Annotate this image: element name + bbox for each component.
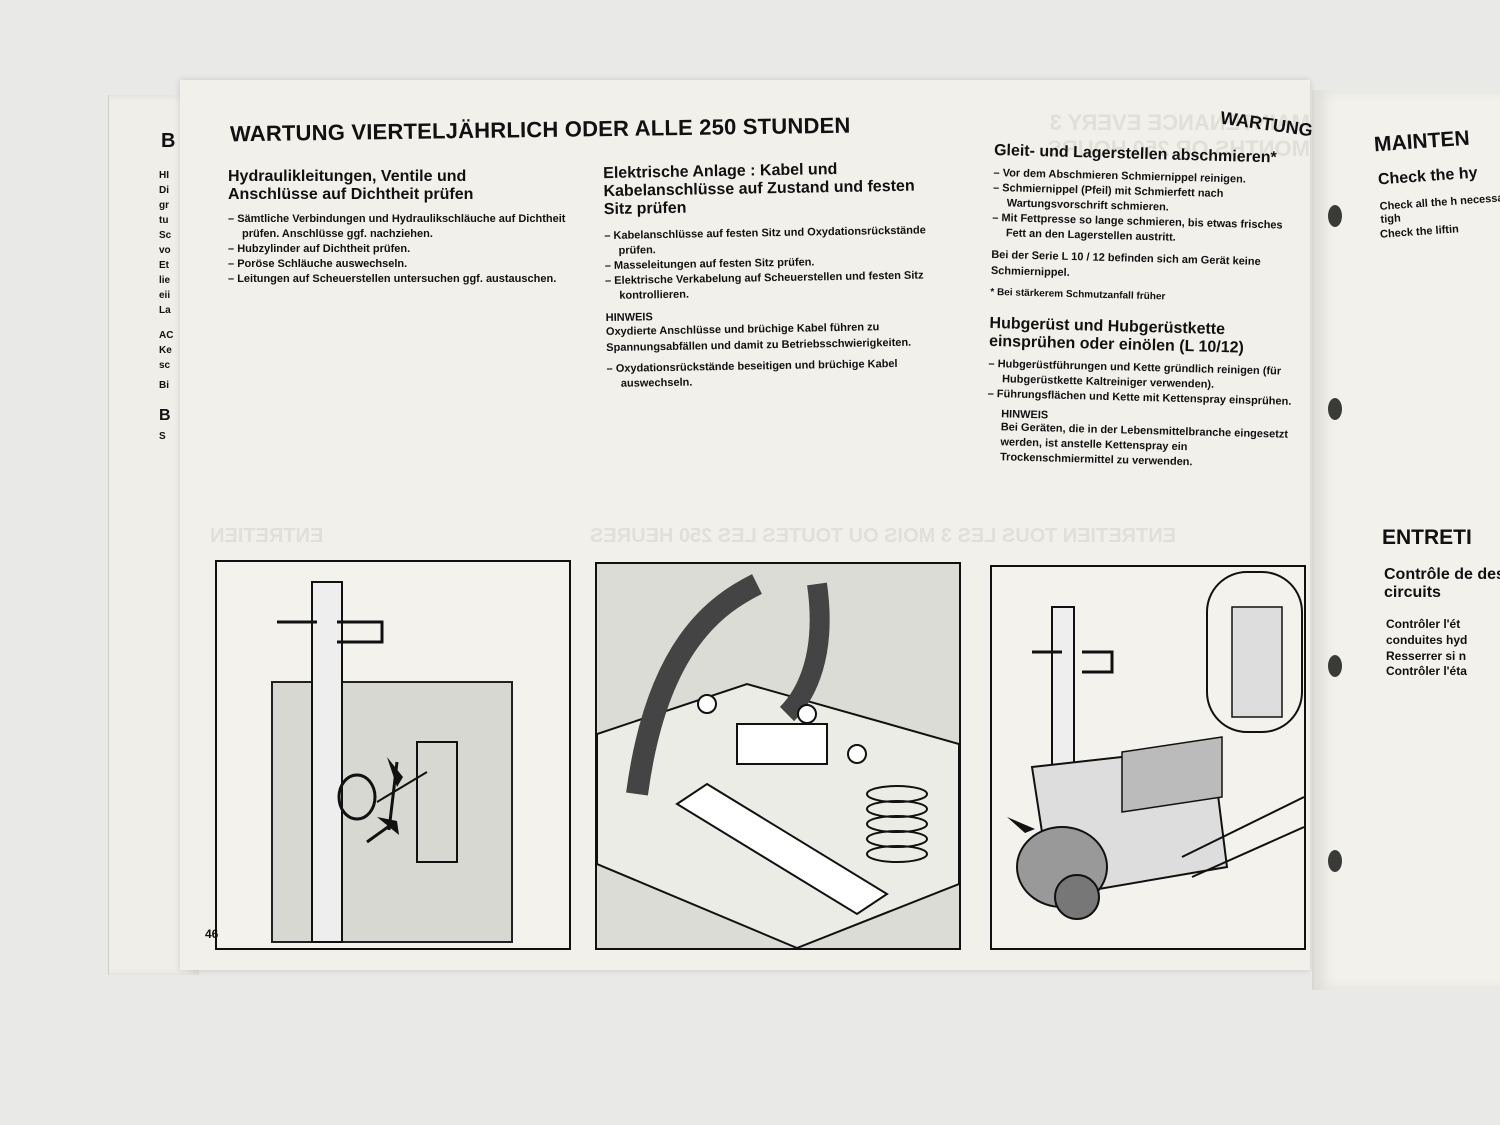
stack-fragment: vo — [159, 245, 171, 256]
section-heading: Elektrische Anlage : Kabel und Kabelansc… — [603, 160, 915, 219]
show-through-text: ENTRETIEN TOUS LES 3 MOIS OU TOUTES LES … — [590, 525, 1177, 547]
show-through-text: ENTRETIEN — [210, 525, 324, 547]
binder-hole — [1328, 398, 1342, 420]
pallet-truck-drawing — [1007, 571, 1304, 920]
electrical-connections-drawing — [597, 574, 959, 948]
note-text: Bei Geräten, die in der Lebensmittelbran… — [999, 421, 1289, 469]
note-text: Oxydierte Anschlüsse und brüchige Kabel … — [605, 321, 912, 355]
section-electrical: Elektrische Anlage : Kabel und Kabelansc… — [603, 159, 957, 392]
stack-fragment: tu — [159, 215, 169, 226]
list-item: Poröse Schläuche auswechseln. — [228, 257, 568, 272]
section-hydraulics: Hydraulikleitungen, Ventile und Anschlüs… — [228, 168, 568, 287]
stack-fragment: Et — [159, 260, 169, 271]
list-item: Leitungen auf Scheuerstellen untersuchen… — [228, 272, 568, 287]
illustration-electrical-connections — [595, 562, 961, 950]
stack-fragment: S — [159, 431, 166, 442]
page-number: 46 — [205, 927, 219, 941]
stack-fragment: Di — [159, 185, 169, 196]
stack-fragment: AC — [159, 330, 174, 341]
illustration-hydraulic-cylinder — [215, 560, 571, 950]
facing-page: MAINTEN Check the hy Check all the h nec… — [1312, 90, 1500, 990]
illustration-pallet-truck — [990, 565, 1306, 950]
facing-title: ENTRETI — [1382, 526, 1472, 549]
stack-fragment: eii — [159, 290, 171, 301]
facing-list-item: Contrôler l'ét conduites hyd Resserrer s… — [1386, 617, 1468, 663]
footnote: * Bei stärkerem Schmutzanfall früher — [990, 286, 1166, 303]
facing-list-item: Check all the h necessary, tigh — [1379, 191, 1500, 226]
stack-fragment: B — [161, 130, 176, 152]
stack-fragment: Ke — [159, 345, 172, 356]
list-item: Hubzylinder auf Dichtheit prüfen. — [228, 242, 568, 257]
stack-fragment: Bi — [159, 380, 169, 391]
stack-fragment: B — [159, 407, 171, 424]
binder-hole — [1328, 655, 1342, 677]
stack-fragment: HI — [159, 170, 169, 181]
stack-fragment: La — [159, 305, 171, 316]
facing-heading: Contrôle de des circuits — [1384, 566, 1500, 601]
stack-fragment: sc — [159, 360, 171, 371]
facing-heading: Check the hy — [1377, 164, 1479, 189]
series-note: Bei der Serie L 10 / 12 befinden sich am… — [990, 248, 1261, 279]
binder-hole — [1328, 205, 1342, 227]
stack-fragment: Sc — [159, 230, 172, 241]
section-lubrication: Gleit- und Lagerstellen abschmieren* Vor… — [986, 142, 1306, 473]
page-title: WARTUNG VIERTELJÄHRLICH ODER ALLE 250 ST… — [229, 112, 851, 147]
section-heading: Hubgerüst und Hubgerüstkette einsprühen … — [988, 314, 1245, 357]
list-item: Elektrische Verkabelung auf Scheuerstell… — [605, 268, 955, 304]
stack-fragment: gr — [159, 200, 169, 211]
facing-list-item: Contrôler l'éta — [1386, 664, 1467, 678]
hydraulic-cylinder-drawing — [271, 581, 513, 943]
list-item: Oxydationsrückstände beseitigen und brüc… — [606, 356, 956, 392]
binder-hole — [1328, 850, 1342, 872]
facing-title: MAINTEN — [1373, 126, 1471, 157]
manual-page: MAINTENANCE EVERY 3 MONTHS OR 250 HOURS … — [180, 80, 1314, 970]
stack-fragment: lie — [159, 275, 171, 286]
list-item: Sämtliche Verbindungen und Hydraulikschl… — [228, 212, 568, 242]
section-heading: Hydraulikleitungen, Ventile und Anschlüs… — [228, 168, 474, 203]
